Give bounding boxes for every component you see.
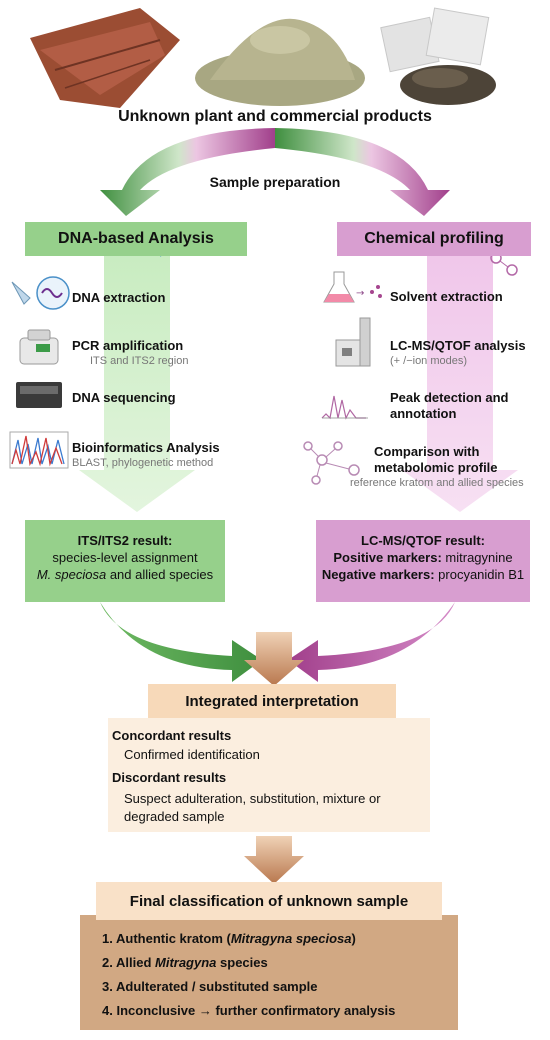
final-down-arrow	[244, 836, 304, 884]
species-rest: and allied species	[106, 567, 214, 582]
positive-markers: Positive markers: mitragynine	[316, 549, 530, 566]
step-title: Peak detection and	[390, 390, 509, 405]
spectrum-plot-icon	[318, 378, 370, 422]
svg-text:→: →	[356, 288, 364, 299]
dna-flow-band	[79, 250, 195, 512]
step-solvent-extraction: Solvent extraction	[390, 289, 503, 305]
page-title: Unknown plant and commercial products	[118, 108, 432, 125]
tea-bags-image	[380, 7, 496, 105]
chemical-profiling-header: Chemical profiling	[337, 222, 531, 256]
concordant-label: Concordant results	[112, 728, 232, 743]
chem-flow-band	[402, 250, 518, 512]
chem-merge-arrow	[288, 602, 455, 682]
dna-result-line2: M. speciosa and allied species	[25, 566, 225, 583]
step-subtitle: (+ /−ion modes)	[390, 355, 468, 367]
dna-result-box: ITS/ITS2 result: species-level assignmen…	[25, 520, 225, 602]
step-title-line2: annotation	[390, 406, 457, 421]
step-title: DNA sequencing	[72, 390, 176, 405]
powder-image	[195, 18, 365, 106]
item-number: 2.	[102, 955, 113, 970]
final-classification-body: 1. Authentic kratom (Mitragyna speciosa)…	[80, 915, 458, 1030]
step-title: DNA extraction	[72, 290, 166, 305]
final-classification-header: Final classification of unknown sample	[96, 882, 442, 920]
split-arrow	[100, 128, 450, 216]
item-italic: Mitragyna	[155, 955, 217, 970]
step-dna-extraction: DNA extraction	[72, 290, 165, 306]
item-italic: Mitragyna speciosa	[230, 931, 352, 946]
item-number: 1.	[102, 931, 113, 946]
discordant-line2: degraded sample	[124, 809, 225, 824]
classification-list: 1. Authentic kratom (Mitragyna speciosa)…	[102, 927, 395, 1023]
molecule-network-icon	[303, 441, 360, 485]
step-title: Bioinformatics Analysis	[72, 440, 220, 455]
item-text: Adulterated / substituted sample	[115, 979, 318, 994]
positive-label: Positive markers:	[333, 550, 442, 565]
negative-value: procyanidin B1	[434, 567, 525, 582]
sequencer-icon	[16, 382, 62, 408]
step-subtitle: BLAST, phylogenetic method	[72, 457, 214, 469]
step-lcms-analysis: LC-MS/QTOF analysis (+ /−ion modes)	[390, 338, 526, 368]
dna-extraction-icon	[11, 276, 70, 310]
merge-down-arrow	[244, 632, 304, 686]
lcms-instrument-icon	[335, 317, 371, 367]
chem-result-title: LC-MS/QTOF result:	[361, 533, 485, 548]
item-text-end: )	[351, 931, 356, 946]
step-pcr-amplification: PCR amplification ITS and ITS2 region	[72, 338, 188, 368]
step-title: Comparison with	[374, 444, 480, 459]
item-text-end: species	[216, 955, 268, 970]
pcr-machine-icon	[19, 329, 59, 365]
step-bioinformatics: Bioinformatics Analysis BLAST, phylogene…	[72, 440, 220, 470]
step-metabolomic-comparison: Comparison with metabolomic profile refe…	[350, 444, 524, 490]
step-peak-detection: Peak detection and annotation	[390, 390, 508, 422]
dna-result-title: ITS/ITS2 result:	[77, 533, 173, 548]
item-number: 4.	[102, 1003, 113, 1018]
step-title: PCR amplification	[72, 338, 184, 353]
positive-value: mitragynine	[441, 550, 513, 565]
dna-merge-arrow	[100, 602, 262, 682]
integrated-interpretation-header: Integrated interpretation	[148, 684, 396, 718]
step-subtitle: reference kratom and allied species	[350, 477, 524, 489]
step-dna-sequencing: DNA sequencing	[72, 390, 176, 406]
item-text: Authentic kratom (	[115, 931, 231, 946]
negative-label: Negative markers:	[321, 567, 435, 582]
classification-item: 3. Adulterated / substituted sample	[102, 975, 395, 999]
step-subtitle: ITS and ITS2 region	[90, 355, 189, 367]
classification-item: 2. Allied Mitragyna species	[102, 951, 395, 975]
flask-icon: →	[323, 271, 382, 303]
concordant-text: Confirmed identification	[124, 747, 260, 762]
classification-item: 1. Authentic kratom (Mitragyna speciosa)	[102, 927, 395, 951]
item-text: Allied	[115, 955, 155, 970]
item-number: 3.	[102, 979, 113, 994]
step-title: LC-MS/QTOF analysis	[390, 338, 526, 353]
dna-analysis-header: DNA-based Analysis	[25, 222, 247, 256]
chem-result-box: LC-MS/QTOF result: Positive markers: mit…	[316, 520, 530, 602]
step-title-line2: metabolomic profile	[374, 460, 498, 475]
discordant-label: Discordant results	[112, 770, 227, 785]
discordant-text: Suspect adulteration, substitution, mixt…	[124, 790, 381, 826]
item-text: Inconclusive → further confirmatory anal…	[116, 1003, 396, 1018]
species-name: M. speciosa	[36, 567, 107, 582]
dna-result-line1: species-level assignment	[52, 550, 198, 565]
discordant-line1: Suspect adulteration, substitution, mixt…	[124, 791, 381, 806]
interpretation-body: Concordant results Confirmed identificat…	[108, 718, 430, 832]
sample-preparation-label: Sample preparation	[209, 174, 341, 190]
step-title: Solvent extraction	[390, 289, 503, 304]
classification-item: 4. Inconclusive → further confirmatory a…	[102, 999, 395, 1023]
chromatogram-icon	[9, 431, 69, 469]
negative-markers: Negative markers: procyanidin B1	[316, 566, 530, 583]
dried-leaves-image	[30, 8, 180, 108]
